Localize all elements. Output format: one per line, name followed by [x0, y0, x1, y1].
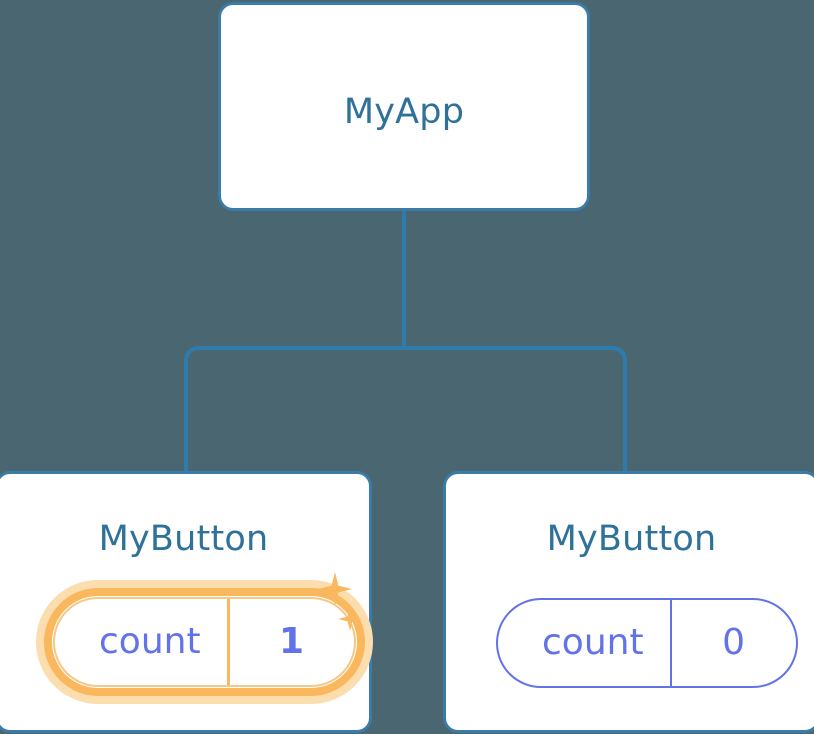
prop-pill-plain[interactable]: count 0 — [496, 598, 798, 688]
node-title: MyApp — [343, 92, 465, 132]
node-card-mybutton-right[interactable]: MyButton count 0 — [443, 471, 814, 733]
prop-key: count — [542, 622, 644, 663]
node-title: MyButton — [98, 519, 269, 559]
node-card-myapp[interactable]: MyApp — [218, 2, 590, 211]
prop-key: count — [99, 621, 201, 662]
prop-value: 0 — [669, 600, 796, 686]
node-card-mybutton-left[interactable]: MyButton count 1 — [0, 471, 373, 733]
node-title: MyButton — [546, 519, 717, 559]
connector-right-branch — [404, 346, 627, 471]
prop-pill[interactable]: count 1 — [53, 597, 356, 687]
connector-left-branch — [184, 346, 404, 471]
prop-pill[interactable]: count 0 — [496, 598, 798, 688]
prop-pill-highlighted[interactable]: count 1 — [36, 580, 373, 704]
prop-value: 1 — [226, 599, 354, 685]
